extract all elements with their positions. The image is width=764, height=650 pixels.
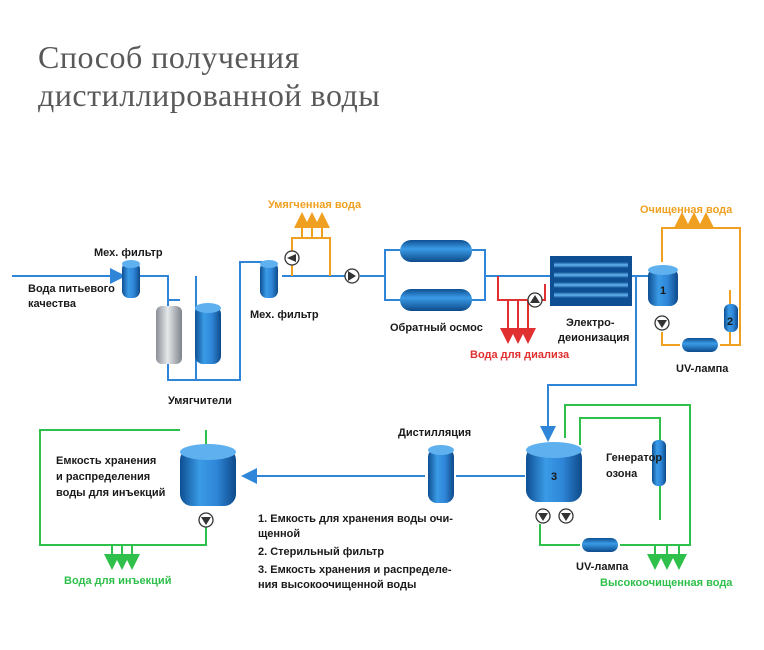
edi-label-line-1: Электро- bbox=[566, 317, 615, 329]
osmosis-outlet-manifold bbox=[472, 249, 486, 301]
storage-label-line-2: и распределения bbox=[56, 471, 150, 483]
softener-gray bbox=[156, 306, 182, 364]
page-title-line-2: дистиллированной воды bbox=[38, 77, 381, 113]
reverse-osmosis-module-top bbox=[400, 240, 472, 262]
tank1-pump-icon bbox=[654, 315, 670, 331]
injection-pump-icon bbox=[198, 512, 214, 528]
tank-1-number: 1 bbox=[660, 285, 666, 297]
edi-label-line-2: деионизация bbox=[558, 332, 629, 344]
mech-filter-1 bbox=[122, 260, 140, 298]
uv-lamp-1 bbox=[682, 338, 718, 352]
storage-label-line-1: Емкость хранения bbox=[56, 455, 156, 467]
distillation-label: Дистилляция bbox=[398, 427, 471, 439]
dialysis-water-label: Вода для диализа bbox=[470, 349, 570, 361]
legend-line-5: ния высокоочищенной воды bbox=[258, 579, 416, 591]
mech-filter-2 bbox=[260, 260, 278, 298]
softeners-label: Умягчители bbox=[168, 395, 232, 407]
tank-1 bbox=[648, 265, 678, 306]
high-purified-water-label: Высокоочищенная вода bbox=[600, 577, 733, 589]
legend-line-1: 1. Емкость для хранения воды очи- bbox=[258, 513, 453, 525]
distillation-column bbox=[428, 445, 454, 503]
softened-water-pipework bbox=[291, 212, 741, 346]
reverse-osmosis-label: Обратный осмос bbox=[390, 322, 483, 334]
uv-lamp-2 bbox=[582, 538, 618, 552]
ozone-label-line-2: озона bbox=[606, 468, 638, 480]
softener-blue bbox=[195, 303, 221, 364]
sterile-filter-number: 2 bbox=[727, 316, 733, 328]
softener-loop-pipe bbox=[140, 261, 268, 381]
reverse-osmosis-module-bottom bbox=[400, 289, 472, 311]
uv-lamp-1-label: UV-лампа bbox=[676, 363, 729, 375]
inlet-label-line-2: качества bbox=[28, 298, 77, 310]
page-title-line-1: Способ получения bbox=[38, 39, 300, 75]
equipment-legend: 1. Емкость для хранения воды очи- щенной… bbox=[258, 513, 453, 591]
dialysis-loop-pipe bbox=[497, 276, 546, 301]
injection-loop bbox=[39, 429, 207, 546]
legend-line-4: 3. Емкость хранения и распределе- bbox=[258, 564, 452, 576]
tank3-pump-1-icon bbox=[535, 508, 551, 524]
electrodeionization-unit bbox=[550, 256, 632, 306]
uv2-return-pipe bbox=[539, 524, 580, 546]
inlet-label-line-1: Вода питьевого bbox=[28, 283, 115, 295]
softened-water-label: Умягченная вода bbox=[268, 199, 362, 211]
uv1-return-pipe bbox=[661, 332, 680, 346]
tank3-pump-2-icon bbox=[558, 508, 574, 524]
tank-3 bbox=[526, 442, 582, 502]
main-pump-icon bbox=[344, 268, 360, 284]
mech-filter-2-label: Мех. фильтр bbox=[250, 309, 319, 321]
purified-water-label: Очищенная вода bbox=[640, 204, 733, 216]
legend-line-2: щенной bbox=[258, 528, 300, 540]
tank-3-number: 3 bbox=[551, 471, 557, 483]
dialysis-pump-icon bbox=[527, 292, 543, 308]
dialysis-water-pipework bbox=[497, 276, 546, 344]
osmosis-inlet-manifold bbox=[384, 249, 400, 301]
uv-lamp-2-label: UV-лампа bbox=[576, 561, 629, 573]
ozone-label-line-1: Генератор bbox=[606, 452, 662, 464]
injection-storage-tank bbox=[180, 444, 236, 506]
tank3-feed-pipe bbox=[540, 276, 637, 442]
mech-filter-1-label: Мех. фильтр bbox=[94, 247, 163, 259]
purified-loop-pipe bbox=[661, 227, 741, 346]
storage-label-line-3: воды для инъекций bbox=[56, 487, 165, 499]
page-title: Способ получения дистиллированной воды bbox=[38, 38, 738, 114]
ozone-generator bbox=[652, 440, 666, 486]
legend-line-3: 2. Стерильный фильтр bbox=[258, 546, 384, 558]
softened-pump-icon bbox=[284, 250, 300, 266]
injection-water-label: Вода для инъекций bbox=[64, 575, 171, 587]
sterile-filter bbox=[724, 304, 738, 332]
